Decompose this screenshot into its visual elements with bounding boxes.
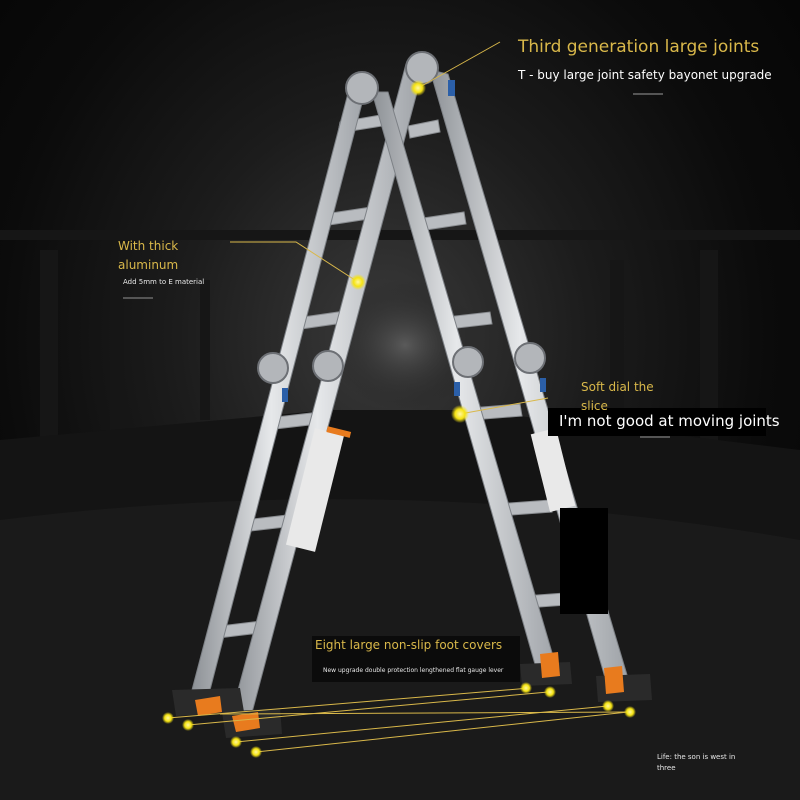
safety-labels: [285, 426, 576, 552]
divider: [640, 436, 670, 438]
ladder-joints: [257, 51, 546, 384]
marker-foot: [624, 706, 636, 718]
label-backdrop: [548, 408, 766, 436]
marker-foot: [544, 686, 556, 698]
bottom-callout-title: Eight large non-slip foot covers: [315, 638, 503, 652]
callout-markers: [162, 80, 636, 758]
top-callout-title: Third generation large joints: [518, 37, 760, 57]
divider: [633, 93, 663, 95]
marker-dial: [451, 405, 469, 423]
right-callout-title-2: slice: [581, 399, 608, 413]
marker-foot: [162, 712, 174, 724]
joint-bayonets: [282, 80, 546, 402]
right-callout-title-1: Soft dial the: [581, 380, 654, 394]
marker-top-joint: [410, 80, 426, 96]
marker-aluminum: [350, 274, 366, 290]
label-backdrop: [312, 636, 520, 682]
bottom-callout-subtitle: New upgrade double protection lengthened…: [323, 667, 504, 674]
marker-foot: [230, 736, 242, 748]
left-callout-title-2: aluminum: [118, 258, 179, 272]
marker-foot: [250, 746, 262, 758]
label-backdrop: [560, 508, 608, 614]
top-callout-subtitle: T - buy large joint safety bayonet upgra…: [518, 68, 772, 82]
left-callout-subtitle: Add 5mm to E material: [123, 278, 205, 286]
divider: [123, 297, 153, 299]
left-callout-title-1: With thick: [118, 239, 179, 253]
leader-lines: [167, 41, 631, 753]
corner-caption-1: Life: the son is west in: [657, 753, 736, 761]
marker-foot: [182, 719, 194, 731]
foot-covers: [172, 652, 652, 738]
marker-foot: [602, 700, 614, 712]
corner-caption-2: three: [657, 764, 676, 772]
background: [0, 230, 800, 800]
right-callout-subtitle: I'm not good at moving joints: [559, 412, 780, 430]
marker-foot: [520, 682, 532, 694]
